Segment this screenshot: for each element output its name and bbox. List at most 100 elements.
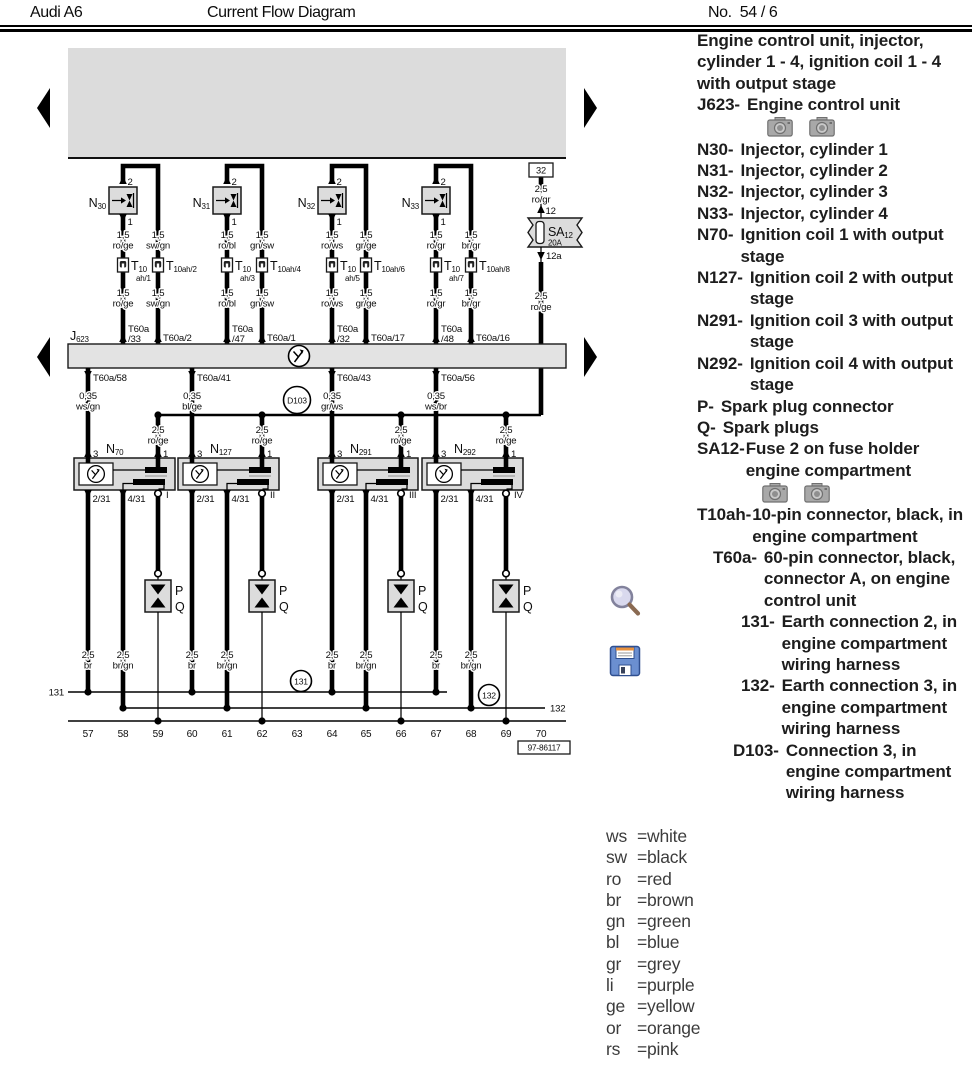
save-tool[interactable] [609,645,641,682]
svg-text:ro/ge: ro/ge [391,436,412,447]
svg-text:T60a/1: T60a/1 [267,333,296,344]
svg-text:1,5: 1,5 [256,230,269,241]
svg-text:2: 2 [232,177,237,188]
ref-track-32: 32 [536,166,546,176]
photo-links-j623[interactable] [767,117,969,138]
magnifying-glass-icon[interactable] [608,584,644,620]
svg-text:4/31: 4/31 [128,494,146,505]
svg-text:ro/ge: ro/ge [496,436,517,447]
legend-entry-n31: N31-Injector, cylinder 2 [697,161,888,181]
svg-text:1: 1 [267,449,272,460]
svg-text:2,5: 2,5 [395,425,408,436]
ignition-coil-n70: T60a/58 0,35 ws/gn 2,5 ro/ge N70 3 1 2/3… [73,368,185,725]
electronic-switch-icon [86,464,106,484]
legend-entry-t60a: T60a-60-pin connector, black, connector … [713,547,956,610]
svg-text:ro/gr: ro/gr [532,195,552,206]
svg-text:br/gr: br/gr [462,299,482,310]
svg-text:gr/ge: gr/ge [356,299,377,310]
connector-icon [255,257,269,273]
legend-entry-sa12: SA12-Fuse 2 on fuse holder engine compar… [697,439,920,480]
connector-icon [429,257,443,273]
svg-text:T60a/16: T60a/16 [476,333,510,344]
legend-entry-n291: N291-Ignition coil 3 with output stage [697,310,953,352]
svg-text:T60a/17: T60a/17 [371,333,405,344]
svg-text:II: II [270,490,275,501]
svg-text:Q: Q [523,600,533,614]
injector-name: N32 [298,196,316,211]
svg-text:2,5: 2,5 [152,425,165,436]
svg-text:br: br [188,661,197,672]
legend-entry-131: 131-Earth connection 2, in engine compar… [741,612,958,674]
svg-text:1,5: 1,5 [256,288,269,299]
svg-text:1,5: 1,5 [117,230,130,241]
svg-text:2,5: 2,5 [360,650,373,661]
legend-entry-132: 132-Earth connection 3, in engine compar… [741,676,958,739]
camera-icon[interactable] [809,117,835,137]
header-divider-thick [0,29,972,33]
svg-text:ah/3: ah/3 [240,274,256,283]
svg-text:65: 65 [361,729,372,740]
svg-text:20A: 20A [548,239,562,248]
legend-entry-n33: N33-Injector, cylinder 4 [697,203,888,223]
svg-text:2: 2 [441,177,446,188]
photo-links-sa12[interactable] [762,482,969,503]
vehicle-title: Audi A6 [30,4,83,21]
diagram-number: No. 54 / 6 [708,4,778,21]
spark-plug-icon [144,579,172,613]
connector-icon [151,257,165,273]
svg-text:ro/ge: ro/ge [113,299,134,310]
page-edge-arrows[interactable] [37,88,597,377]
fuse-name: SA12 [548,225,574,240]
page-title: Current Flow Diagram [207,4,356,21]
color-row: ro=red [606,868,672,889]
svg-text:2,5: 2,5 [465,650,478,661]
coil-name: N292 [454,442,476,457]
svg-text:60: 60 [187,729,198,740]
svg-text:gr/ws: gr/ws [321,402,343,413]
floppy-disk-icon[interactable] [609,645,641,677]
connector-icon [359,257,373,273]
svg-text:68: 68 [466,729,477,740]
camera-icon[interactable] [804,482,830,503]
svg-text:T10: T10 [235,259,252,274]
svg-text:0,35: 0,35 [427,391,445,402]
svg-text:ws/gn: ws/gn [75,402,100,413]
ecu-bar-j623: J623 [67,329,567,369]
svg-text:IV: IV [514,490,523,501]
svg-text:2: 2 [128,177,133,188]
injector-n30: 2 N30 1 1,5 ro/ge 1,5 sw/gn T10 ah/1 T10… [89,163,198,345]
camera-icon[interactable] [762,482,788,503]
svg-text:64: 64 [327,729,338,740]
svg-text:br/gr: br/gr [462,241,482,252]
svg-text:ro/gr: ro/gr [427,299,447,310]
svg-text:4/31: 4/31 [232,494,250,505]
earth-rails: 131 132 131 132 [49,669,566,722]
svg-text:4/31: 4/31 [476,494,494,505]
svg-text:1: 1 [511,449,516,460]
injector-name: N30 [89,196,107,211]
svg-text:ro/ws: ro/ws [321,241,343,252]
legend-entry-d103: D103-Connection 3, in engine compartment… [733,740,952,803]
svg-text:3: 3 [441,449,446,460]
color-row: gr=grey [606,953,681,974]
svg-text:2/31: 2/31 [337,494,355,505]
svg-text:ro/gr: ro/gr [427,241,447,252]
zoom-tool[interactable] [608,584,644,625]
ignition-coil-n127: T60a/41 0,35 bl/ge 2,5 ro/ge N127 3 1 2/… [177,368,289,725]
page-prev-arrow-top [37,88,50,128]
legend-heading: Engine control unit, injector, cylinder … [697,31,941,93]
svg-text:T10ah/2: T10ah/2 [166,259,197,274]
camera-icon[interactable] [767,117,793,137]
svg-text:58: 58 [118,729,129,740]
document-number-box: 97-86117 [517,740,571,755]
page-prev-arrow-mid [37,337,50,377]
svg-text:59: 59 [153,729,164,740]
svg-text:4/31: 4/31 [371,494,389,505]
svg-text:br/gn: br/gn [217,661,238,672]
ignition-coil-n292: T60a/56 0,35 ws/br 2,5 ro/ge N292 3 1 2/… [421,368,533,725]
fuse-element [535,220,545,245]
svg-text:ro/ge: ro/ge [252,436,273,447]
svg-text:T10ah/6: T10ah/6 [374,259,405,274]
legend-entry-n32: N32-Injector, cylinder 3 [697,182,888,202]
